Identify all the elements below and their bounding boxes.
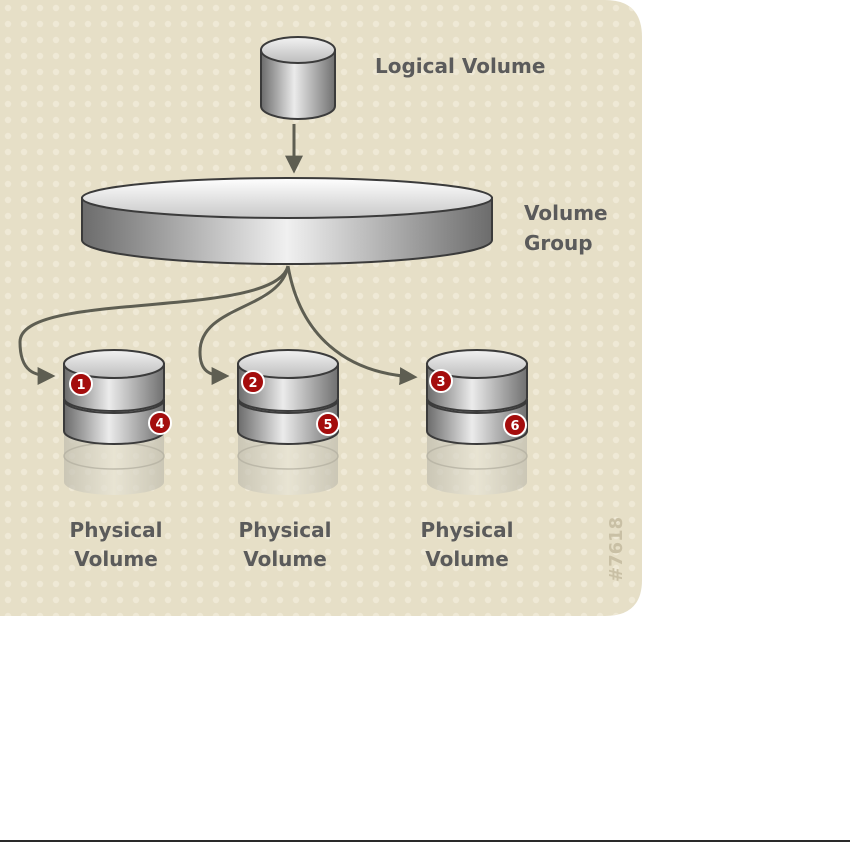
vg-to-pv1-arrow bbox=[18, 265, 290, 385]
pv3-top-badge: 3 bbox=[429, 369, 453, 393]
svg-text:2: 2 bbox=[248, 376, 257, 391]
pv2-top-badge: 2 bbox=[241, 370, 265, 394]
pv1-top-badge: 1 bbox=[69, 372, 93, 396]
pv3-bottom-badge: 6 bbox=[503, 413, 527, 437]
volume-group-label-line1: Volume bbox=[524, 201, 608, 225]
pv3-label-line1: Physical bbox=[421, 518, 514, 542]
vg-to-pv3-arrow bbox=[286, 265, 418, 386]
svg-text:6: 6 bbox=[510, 419, 519, 434]
volume-group-label-line2: Group bbox=[524, 231, 593, 255]
svg-text:1: 1 bbox=[76, 378, 85, 393]
pv3-label-line2: Volume bbox=[425, 547, 509, 571]
pv1-label-line2: Volume bbox=[74, 547, 158, 571]
pv1-label-line1: Physical bbox=[70, 518, 163, 542]
physical-volume-2-stack-icon bbox=[237, 349, 339, 495]
logical-volume-label: Logical Volume bbox=[375, 54, 545, 78]
figure-id-label: #7618 bbox=[606, 517, 627, 582]
vg-to-pv2-arrow bbox=[198, 265, 290, 385]
pv2-label-line1: Physical bbox=[239, 518, 332, 542]
svg-text:5: 5 bbox=[323, 418, 332, 433]
bottom-border-line bbox=[0, 840, 850, 842]
svg-text:4: 4 bbox=[155, 417, 164, 432]
pv1-bottom-badge: 4 bbox=[148, 411, 172, 435]
svg-text:3: 3 bbox=[436, 375, 445, 390]
pv2-bottom-badge: 5 bbox=[316, 412, 340, 436]
physical-volume-3-stack-icon bbox=[426, 349, 528, 495]
pv2-label-line2: Volume bbox=[243, 547, 327, 571]
logical-volume-cylinder-icon bbox=[260, 36, 336, 120]
volume-group-disk-icon bbox=[81, 177, 493, 265]
